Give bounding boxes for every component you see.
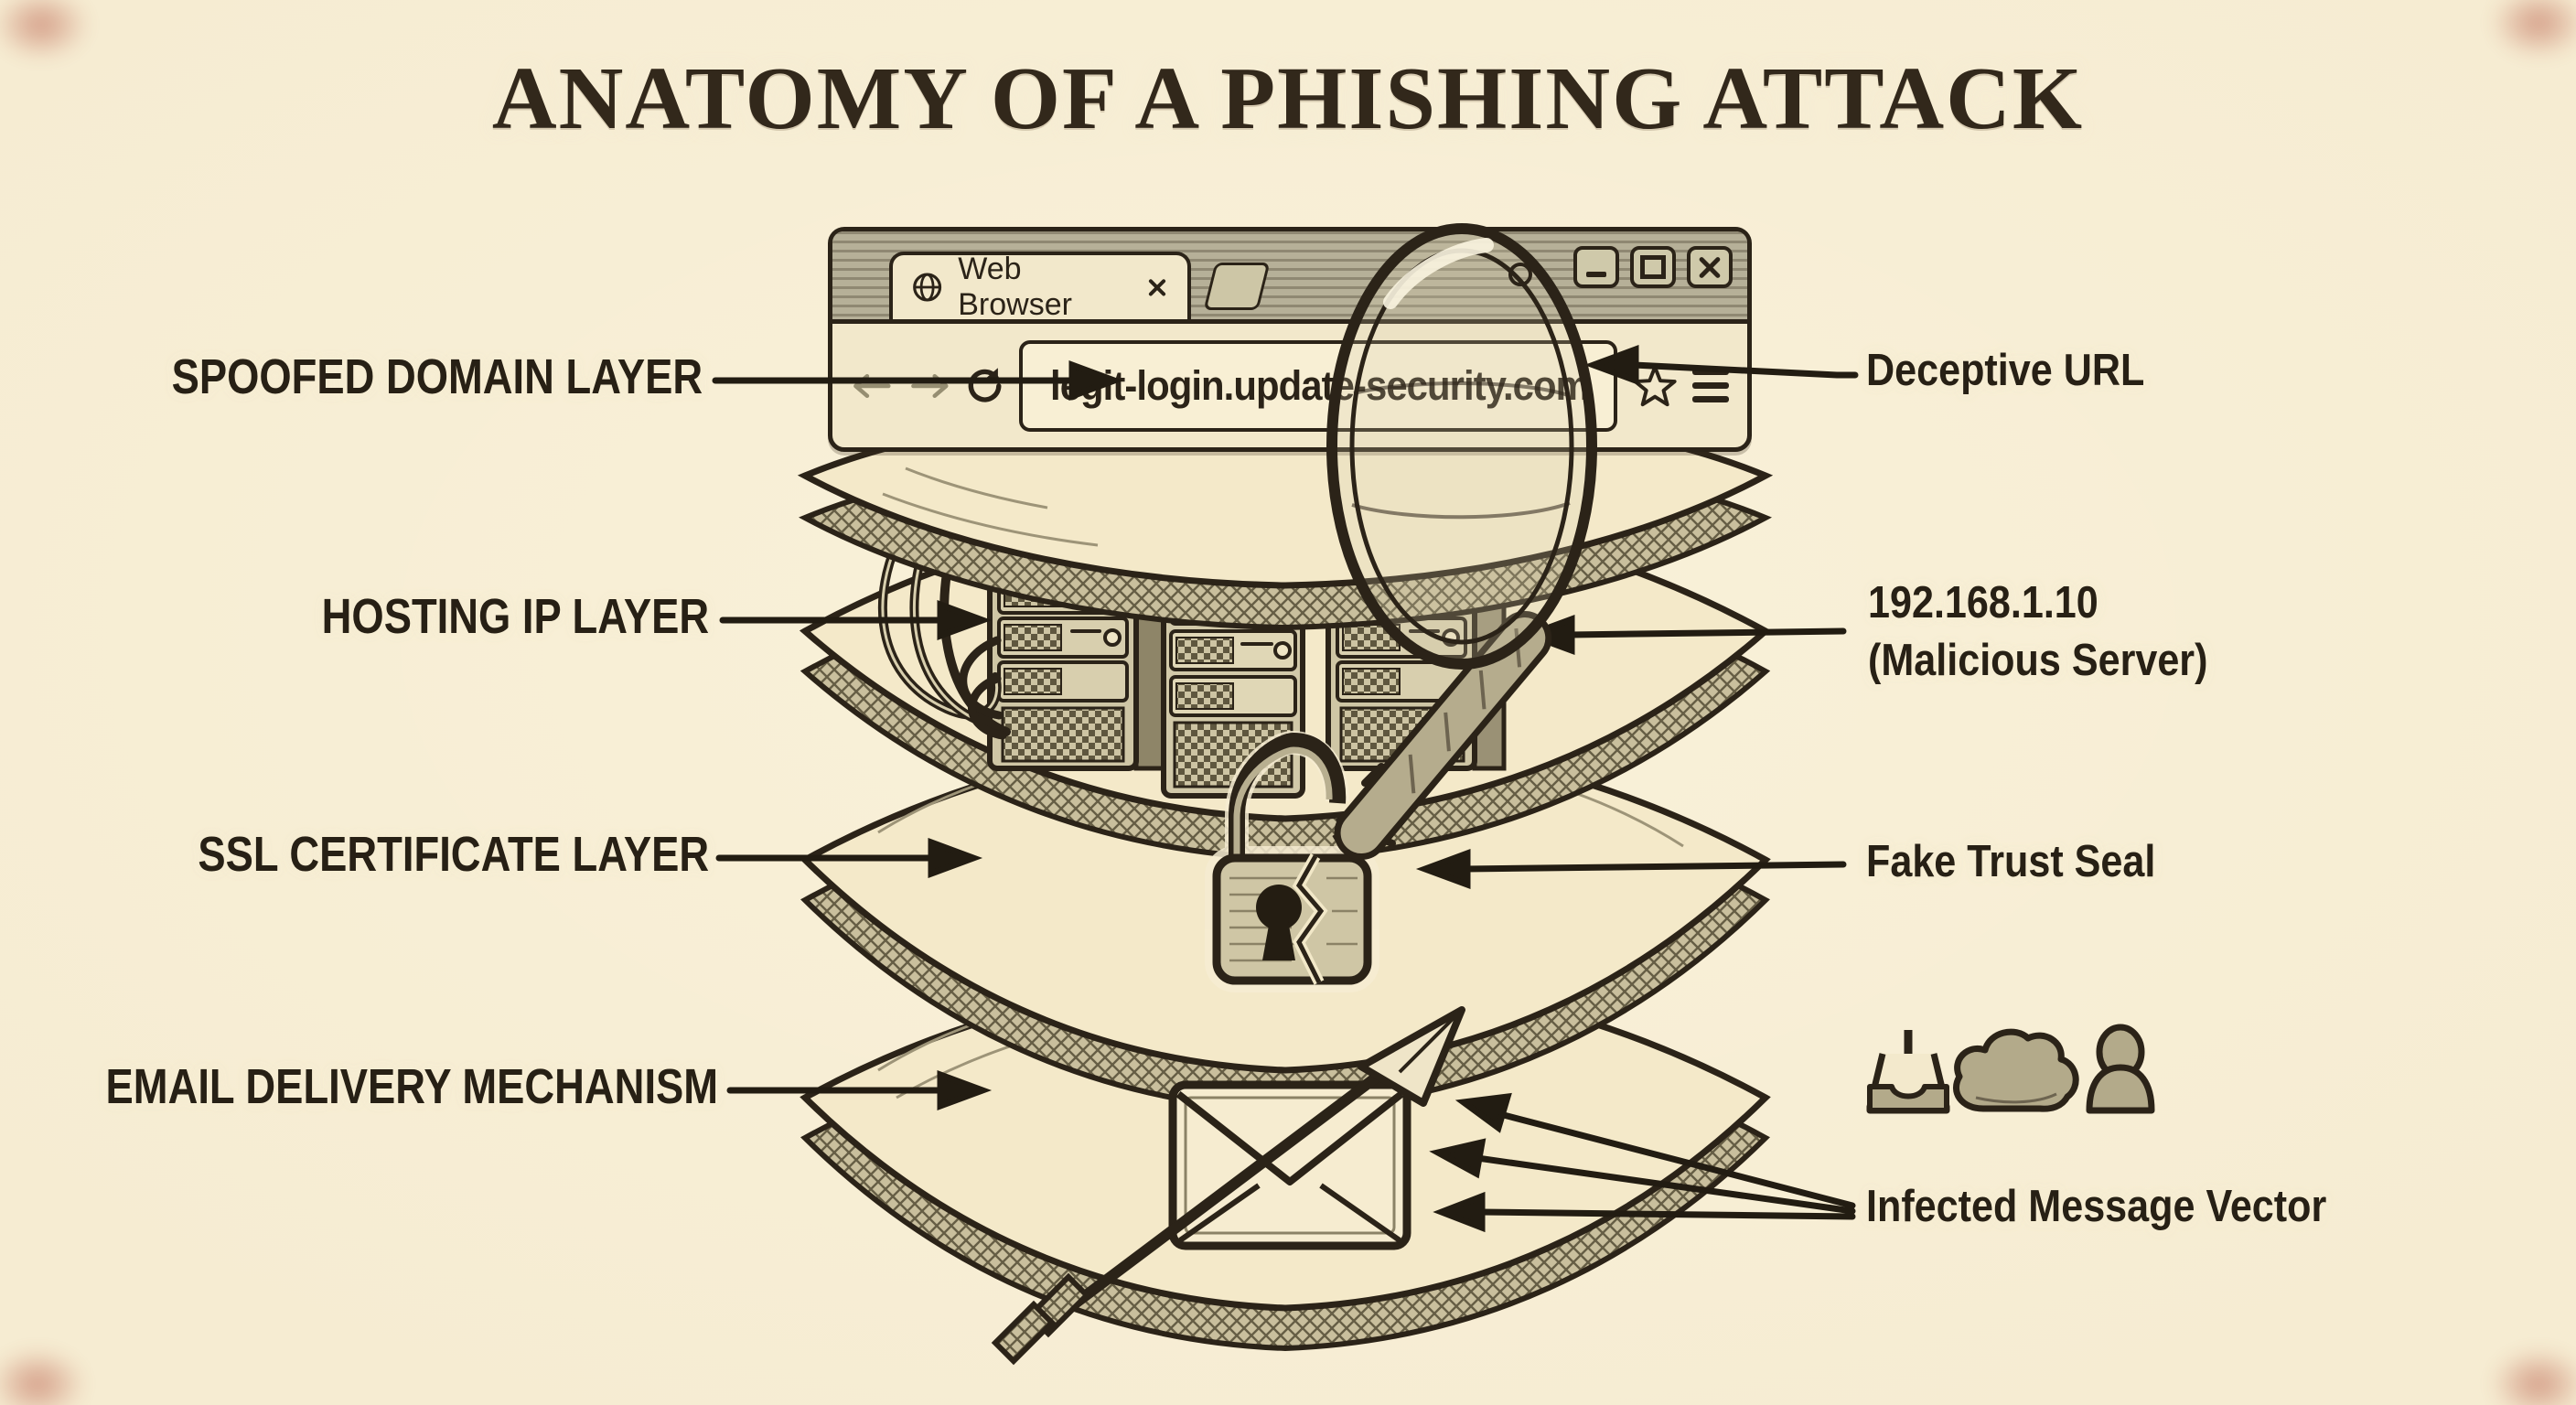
broken-padlock-icon xyxy=(1205,730,1401,992)
deceptive-url-leader xyxy=(1583,344,1859,386)
bookmark-star-icon[interactable] xyxy=(1632,361,1678,411)
tab-title: Web Browser xyxy=(958,252,1072,322)
label-spoofed-domain-layer: SPOOFED DOMAIN LAYER xyxy=(171,349,703,404)
minimize-icon xyxy=(1586,272,1606,277)
window-controls xyxy=(1573,246,1733,288)
maximize-icon xyxy=(1640,255,1666,279)
corner-smudge xyxy=(2470,0,2576,73)
malicious-server-note: (Malicious Server) xyxy=(1868,636,2208,685)
magnifier-icon xyxy=(1326,223,1597,861)
maximize-button[interactable] xyxy=(1630,246,1676,288)
envelope-with-arrow xyxy=(991,1006,1465,1366)
ssl-layer-leader xyxy=(715,837,983,879)
reload-button[interactable] xyxy=(965,364,1004,408)
malicious-server-leader xyxy=(1519,614,1847,656)
corner-smudge xyxy=(2470,1334,2576,1405)
globe-icon xyxy=(913,273,942,302)
label-infected-message-vector: Infected Message Vector xyxy=(1866,1182,2327,1231)
browser-tab[interactable]: Web Browser xyxy=(889,252,1191,322)
label-deceptive-url: Deceptive URL xyxy=(1866,346,2145,395)
hosting-ip-leader xyxy=(719,599,993,641)
fake-trust-seal-leader xyxy=(1415,848,1847,890)
cloud-icon xyxy=(1952,1028,2079,1112)
corner-smudge xyxy=(0,1334,106,1405)
minimize-button[interactable] xyxy=(1573,246,1619,288)
spoofed-domain-leader xyxy=(712,359,1124,402)
inbox-download-icon xyxy=(1866,1030,1950,1114)
label-fake-trust-seal: Fake Trust Seal xyxy=(1866,837,2156,886)
label-email-delivery-mechanism: EMAIL DELIVERY MECHANISM xyxy=(105,1059,718,1114)
browser-window: Web Browser le xyxy=(828,227,1752,452)
person-icon xyxy=(2086,1024,2155,1114)
malicious-ip: 192.168.1.10 xyxy=(1868,578,2098,627)
close-button[interactable] xyxy=(1687,246,1733,288)
email-delivery-leader xyxy=(726,1069,993,1111)
label-ssl-certificate-layer: SSL CERTIFICATE LAYER xyxy=(198,827,709,882)
diagram-title: ANATOMY OF A PHISHING ATTACK xyxy=(491,49,2085,148)
label-malicious-server: 192.168.1.10 (Malicious Server) xyxy=(1868,574,2207,690)
label-hosting-ip-layer: HOSTING IP LAYER xyxy=(321,589,709,644)
corner-smudge xyxy=(0,0,110,75)
infected-message-leaders xyxy=(1429,1092,1856,1233)
